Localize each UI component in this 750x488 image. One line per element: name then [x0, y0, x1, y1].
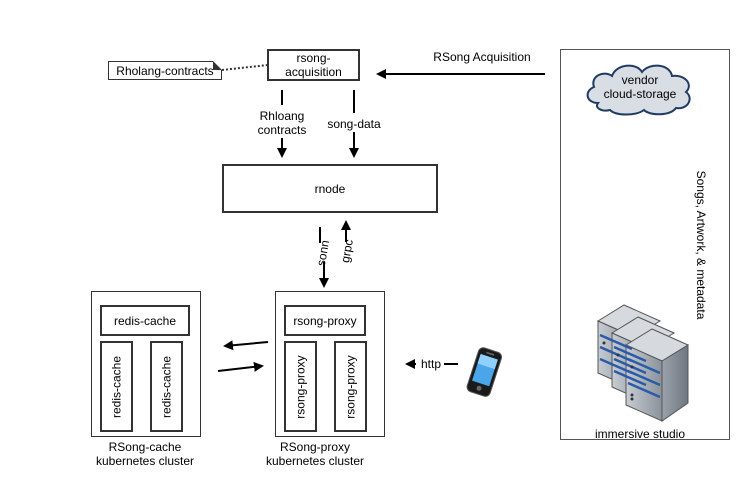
- rsong-proxy-cluster-label: RSong-proxy kubernetes cluster: [265, 440, 365, 468]
- proxy-to-cache-arrow: [223, 340, 269, 351]
- rsong-cache-cluster-label: RSong-cache kubernetes cluster: [95, 440, 195, 468]
- redis-cache-pod-1[interactable]: redis-cache: [100, 341, 133, 432]
- redis-cache-header-label: redis-cache: [113, 313, 177, 328]
- immersive-studio-label: immersive studio: [594, 427, 686, 441]
- rsong-cache-cluster[interactable]: redis-cache redis-cache redis-cache: [91, 291, 201, 437]
- rholang-contracts-note-label: Rholang-contracts: [116, 63, 214, 78]
- note-fold-corner: [213, 61, 222, 70]
- mobile-phone-icon: [466, 347, 503, 397]
- vendor-cloud-storage-label: vendor cloud-storage: [603, 73, 677, 101]
- rsong-proxy-header-node[interactable]: rsong-proxy: [284, 305, 366, 336]
- cloud-icon: [586, 64, 691, 116]
- note-connector: [221, 64, 269, 71]
- rsong-acquisition-edge-label: RSong Acquisition: [433, 50, 531, 64]
- rsong-proxy-pod-2[interactable]: rsong-proxy: [334, 341, 367, 432]
- redis-cache-pod-2-label: redis-cache: [159, 355, 174, 419]
- rsong-proxy-pod-1[interactable]: rsong-proxy: [284, 341, 317, 432]
- server-rack-icon: [596, 304, 690, 422]
- rsong-acquisition-label: rsong- acquisition: [285, 51, 342, 79]
- rsong-proxy-pod-1-label: rsong-proxy: [293, 355, 308, 419]
- http-edge-label: http: [420, 357, 441, 371]
- rnode-node[interactable]: rnode: [222, 164, 438, 213]
- rnode-label: rnode: [314, 181, 346, 196]
- rhloang-contracts-edge-label: Rhloang contracts: [257, 109, 307, 137]
- rholang-contracts-note[interactable]: Rholang-contracts: [108, 61, 222, 80]
- rsong-proxy-header-label: rsong-proxy: [293, 313, 357, 328]
- redis-cache-header-node[interactable]: redis-cache: [100, 305, 190, 336]
- rsong-acquisition-node[interactable]: rsong- acquisition: [267, 49, 360, 81]
- rsong-proxy-pod-2-label: rsong-proxy: [343, 355, 358, 419]
- songs-artwork-metadata-label: Songs, Artwork, & metadata: [694, 170, 708, 320]
- redis-cache-pod-2[interactable]: redis-cache: [150, 341, 183, 432]
- rsong-proxy-cluster[interactable]: rsong-proxy rsong-proxy rsong-proxy: [275, 291, 385, 437]
- cache-to-proxy-arrow: [217, 361, 264, 372]
- redis-cache-pod-1-label: redis-cache: [109, 355, 124, 419]
- song-data-edge-label: song-data: [327, 117, 381, 131]
